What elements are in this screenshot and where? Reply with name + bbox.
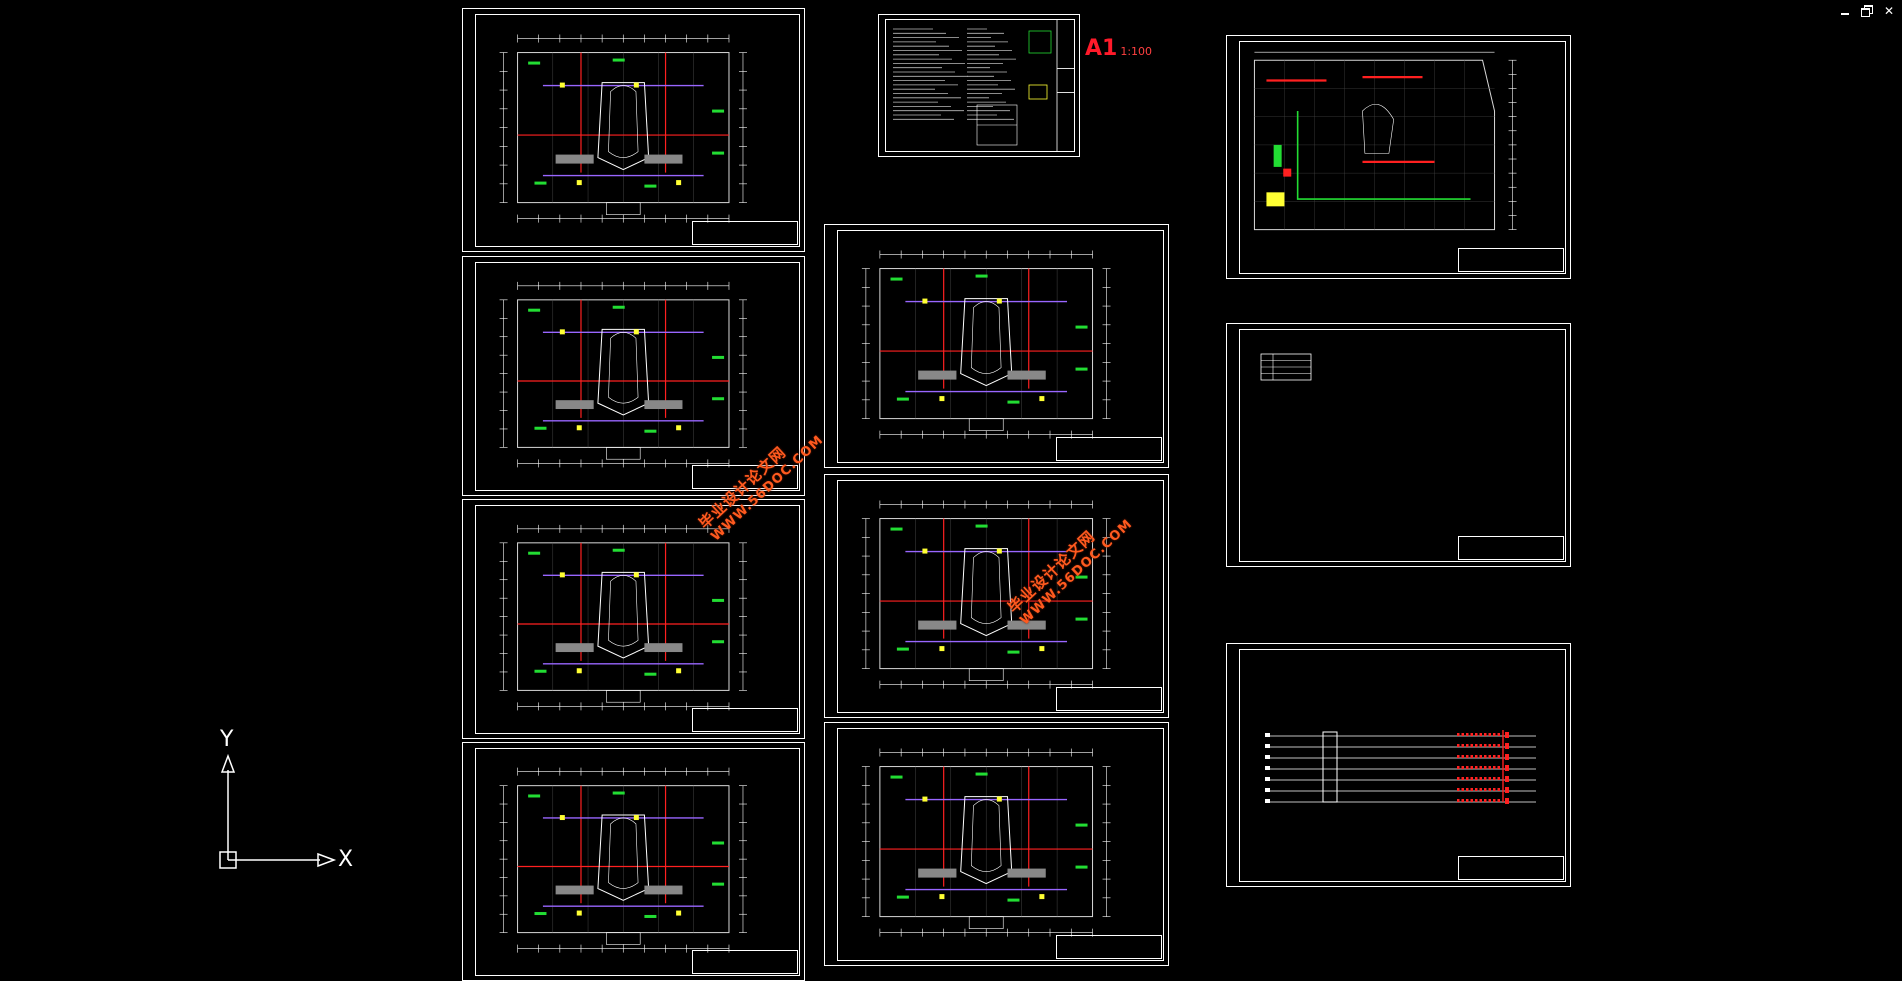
drawing-sheet-floor-plan-4[interactable]	[462, 742, 805, 981]
title-block	[1056, 687, 1162, 711]
site-plan-drawing	[1253, 51, 1517, 231]
floor-plan-drawing	[499, 767, 747, 953]
drawing-sheet-floor-plan-6[interactable]	[824, 474, 1169, 718]
scale-ratio-label: 1:100	[1120, 45, 1153, 58]
drawing-sheet-floor-plan-3[interactable]	[462, 499, 805, 739]
title-block	[692, 465, 798, 489]
title-block	[1458, 856, 1564, 880]
restore-icon[interactable]	[1860, 4, 1874, 18]
title-block	[1458, 536, 1564, 560]
drawing-sheet-riser-diagram[interactable]	[1226, 643, 1571, 887]
title-block	[692, 221, 798, 245]
floor-plan-drawing	[861, 748, 1111, 937]
sheet-scale-label: A1 1:100	[1085, 36, 1152, 61]
drawing-sheet-floor-plan-1[interactable]	[462, 8, 805, 252]
drawing-sheet-site-plan[interactable]	[1226, 35, 1571, 279]
close-icon[interactable]: ✕	[1883, 4, 1895, 18]
floor-plan-drawing	[861, 250, 1111, 439]
design-notes-drawing	[893, 19, 1075, 152]
floor-plan-drawing	[499, 34, 747, 223]
sheet-size-label: A1	[1085, 36, 1118, 61]
ucs-y-label: Y	[220, 727, 234, 752]
title-block	[692, 708, 798, 732]
window-controls: ✕	[1838, 4, 1896, 18]
drawing-sheet-floor-plan-7[interactable]	[824, 722, 1169, 966]
drawing-sheet-floor-plan-5[interactable]	[824, 224, 1169, 468]
title-block	[1056, 437, 1162, 461]
drawing-sheet-floor-plan-2[interactable]	[462, 256, 805, 496]
drawing-sheet-legend[interactable]	[1226, 323, 1571, 567]
drawing-sheet-notes[interactable]	[878, 14, 1080, 157]
minimize-icon[interactable]	[1838, 4, 1852, 18]
floor-plan-drawing	[499, 524, 747, 711]
floor-plan-drawing	[499, 281, 747, 468]
ucs-x-label: X	[338, 847, 354, 872]
title-block	[692, 950, 798, 974]
ucs-axis-icon	[219, 753, 337, 869]
legend-drawing	[1260, 353, 1312, 381]
title-block	[1458, 248, 1564, 272]
title-block	[1056, 935, 1162, 959]
floor-plan-drawing	[861, 500, 1111, 689]
riser-diagram-drawing	[1265, 730, 1536, 804]
